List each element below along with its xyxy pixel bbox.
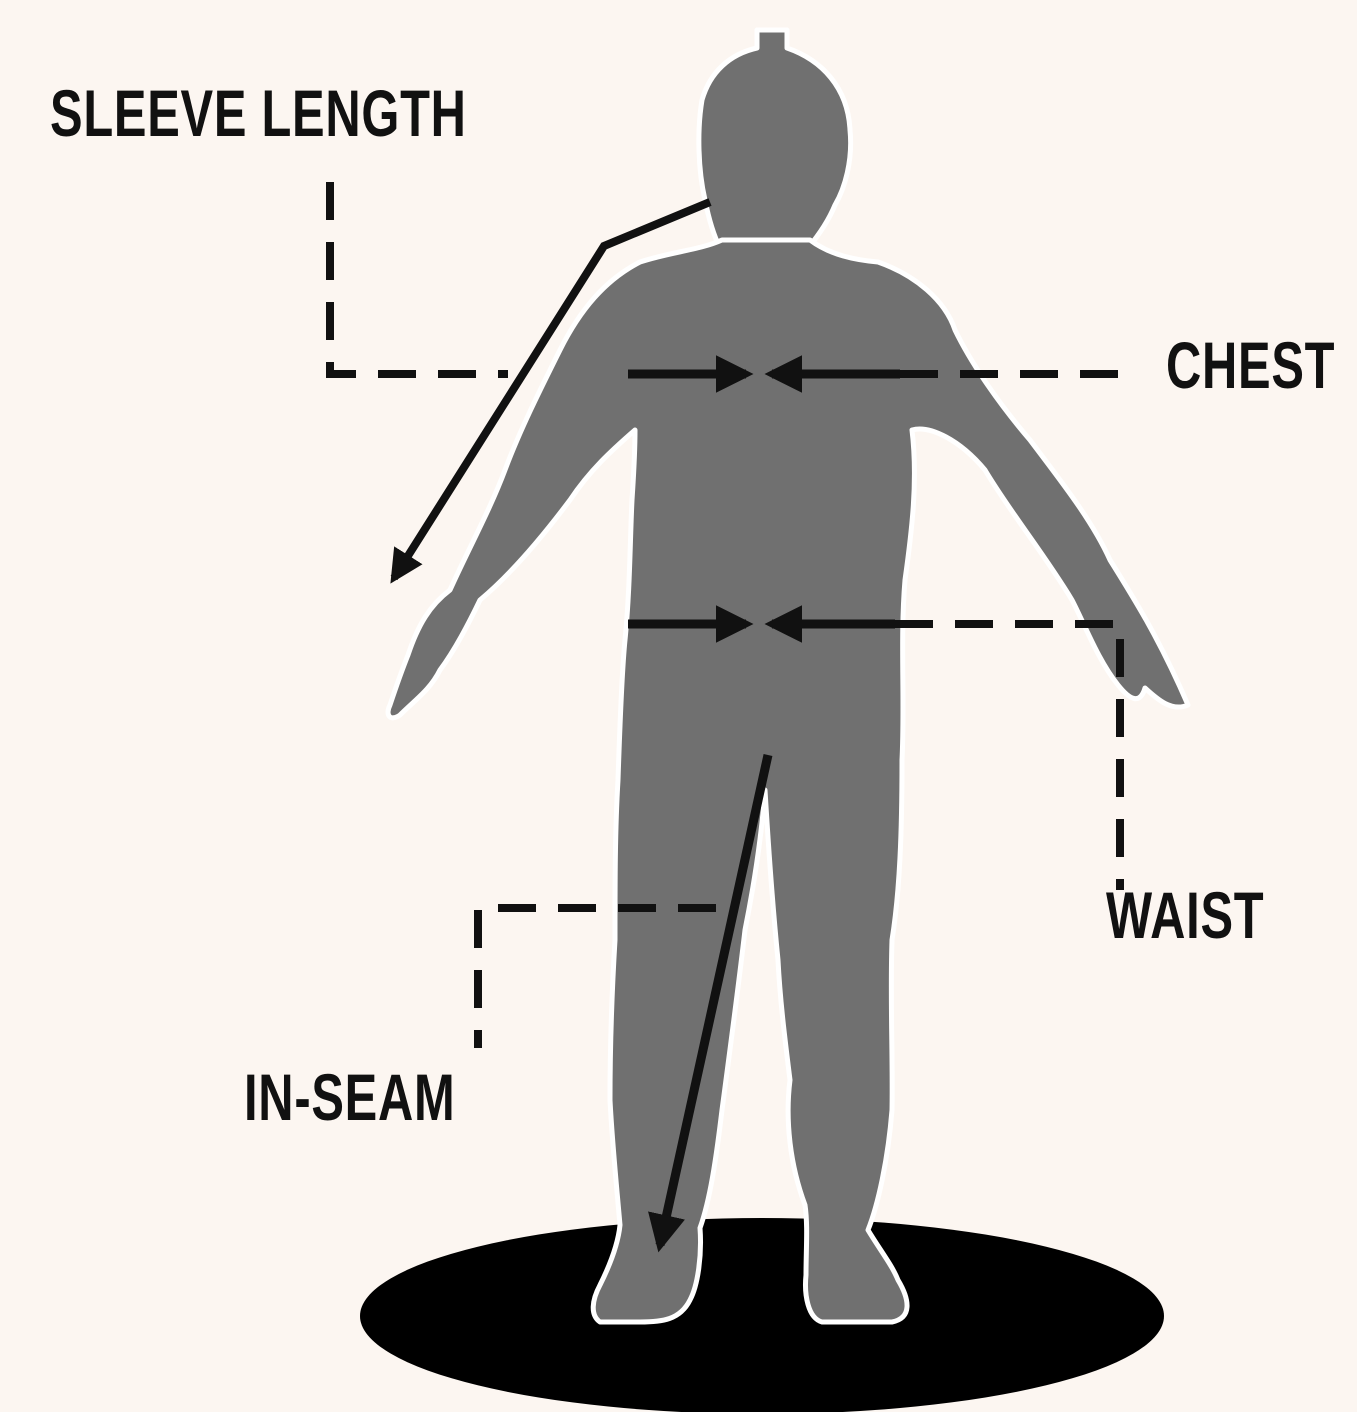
- floor-shadow: [360, 1218, 1164, 1412]
- sleeve-length-label: SLEEVE LENGTH: [50, 80, 467, 146]
- chest-label: CHEST: [1166, 332, 1335, 398]
- in-seam-label: IN-SEAM: [244, 1064, 455, 1130]
- waist-leader-line: [895, 624, 1120, 890]
- waist-label: WAIST: [1106, 882, 1264, 948]
- human-silhouette-icon: [388, 30, 1188, 1322]
- sleeve-leader-line: [330, 182, 508, 374]
